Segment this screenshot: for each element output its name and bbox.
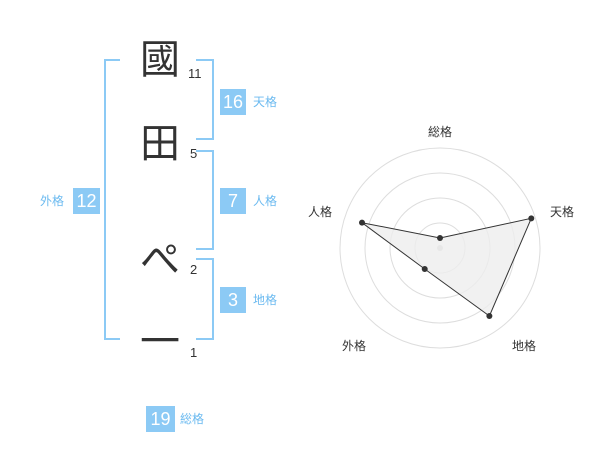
tenkaku-label: 天格 [253, 95, 278, 109]
chikaku-label: 地格 [253, 293, 278, 307]
name-char-1: 國 [140, 37, 180, 83]
gaikaku-value: 12 [73, 188, 100, 214]
name-char-4: 一 [140, 319, 180, 365]
soukaku-value: 19 [146, 406, 175, 432]
chikaku-value: 3 [220, 287, 246, 313]
radar-axis-label-4: 外格 [342, 338, 366, 353]
gaikaku-bracket [104, 59, 120, 340]
gaikaku-label: 外格 [40, 194, 65, 208]
radar-point-1 [437, 235, 443, 241]
stroke-count-3: 2 [190, 262, 198, 277]
radar-ring-4 [339, 147, 541, 349]
tenkaku-value: 16 [220, 89, 246, 115]
jinkaku-bracket [196, 150, 214, 250]
jinkaku-value: 7 [220, 188, 246, 214]
radar-point-2 [528, 215, 535, 222]
name-char-2: 田 [140, 121, 180, 167]
radar-axis-label-2: 天格 [550, 204, 574, 219]
radar-point-4 [421, 266, 428, 273]
radar-point-5 [359, 219, 366, 226]
radar-point-3 [486, 312, 493, 319]
jinkaku-label: 人格 [253, 194, 278, 208]
radar-axis-label-3: 地格 [512, 338, 536, 353]
stroke-count-1: 11 [188, 66, 202, 81]
radar-axis-label-1: 総格 [428, 124, 452, 139]
stroke-count-2: 5 [190, 146, 198, 161]
tenkaku-bracket [196, 59, 214, 140]
radar-axis-label-5: 人格 [308, 204, 332, 219]
soukaku-label: 総格 [180, 412, 205, 426]
radar-series-area [361, 217, 533, 317]
chikaku-bracket [196, 258, 214, 340]
name-char-3: ぺ [140, 237, 180, 283]
stroke-count-4: 1 [190, 345, 198, 360]
